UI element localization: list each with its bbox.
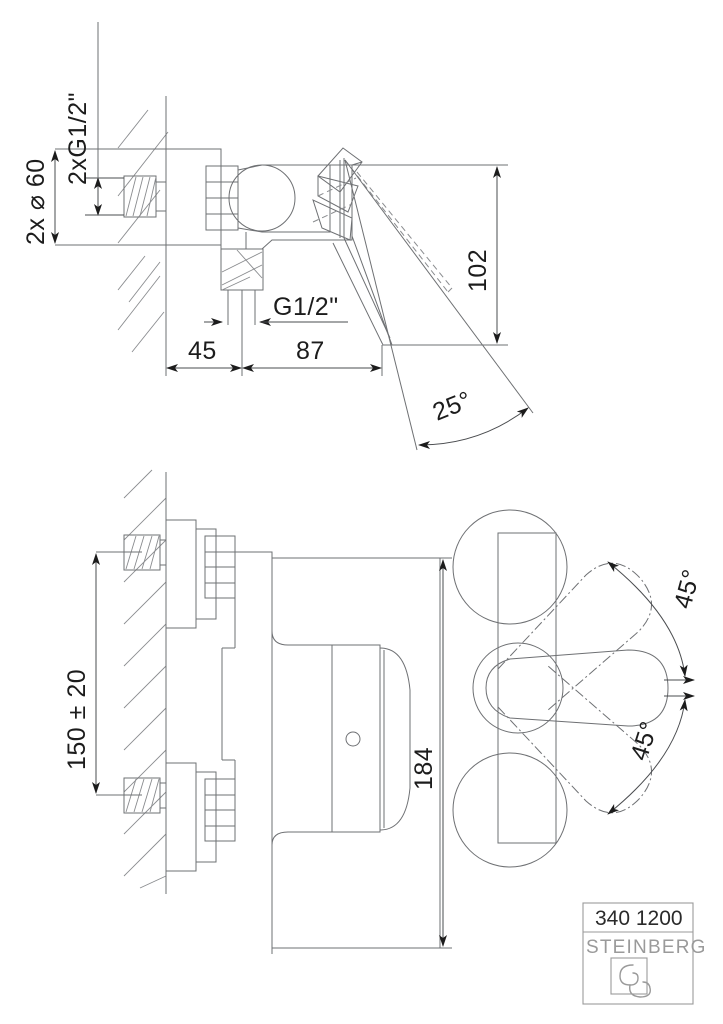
spout-alternate-position-top xyxy=(312,159,453,293)
dim-inlet-thread-g12: 2xG1/2" xyxy=(64,22,124,216)
dim-label-102: 102 xyxy=(464,249,492,292)
dim-102: 102 xyxy=(352,165,508,345)
dim-label-184: 184 xyxy=(410,747,438,790)
outlet-thread-top xyxy=(221,249,263,325)
dim-label-dia60: 2x ⌀ 60 xyxy=(22,158,50,245)
escutcheon-lower-bottom xyxy=(166,763,216,871)
escutcheon-top xyxy=(55,149,221,245)
hex-nut-top xyxy=(206,166,238,230)
wall-hatching-top xyxy=(117,109,169,353)
steinberg-swan-logo xyxy=(610,957,651,998)
lever-cap-bottom xyxy=(332,645,410,832)
dim-label-45deg-lower: 45° xyxy=(625,718,664,764)
dim-label-g12-outlet: G1/2" xyxy=(273,293,339,321)
dim-184: 184 xyxy=(410,558,452,948)
dim-label-87: 87 xyxy=(296,337,325,365)
spout-top xyxy=(333,236,392,345)
dim-label-25deg: 25° xyxy=(429,386,476,427)
lever-neutral-plan xyxy=(486,650,668,726)
title-block: 340 1200 STEINBERG xyxy=(582,902,707,1005)
hex-nut-upper-bottom xyxy=(205,536,235,598)
top-view-group: 2x ⌀ 60 2xG1/2" G1/2" 45 87 xyxy=(22,22,533,450)
bottom-left-view-group: 150 ± 20 184 xyxy=(63,469,452,954)
dim-150-tolerance: 150 ± 20 xyxy=(63,552,142,795)
body-plate-plan xyxy=(498,533,556,843)
mixer-body-top xyxy=(221,165,340,249)
dim-outlet-thread-g12: G1/2" xyxy=(204,293,348,326)
dim-label-45deg-upper: 45° xyxy=(669,566,706,611)
escutcheon-upper-bottom xyxy=(166,520,216,628)
dim-angle-45-lower: 45° xyxy=(607,692,695,815)
dim-label-45: 45 xyxy=(188,337,217,365)
dim-label-150: 150 ± 20 xyxy=(63,669,91,770)
brand-name: STEINBERG xyxy=(586,937,707,958)
dim-diameter-60: 2x ⌀ 60 xyxy=(22,150,59,245)
dim-angle-45-upper: 45° xyxy=(607,561,706,684)
article-number: 340 1200 xyxy=(595,907,683,930)
dim-label-g12-inlet: 2xG1/2" xyxy=(64,92,92,185)
lever-handle-top xyxy=(313,148,362,240)
mixer-body-bottom xyxy=(222,552,440,954)
lever-rotated-down-plan xyxy=(497,665,652,814)
wall-hatching-bottom xyxy=(123,469,167,889)
escutcheon-upper-plan xyxy=(453,510,567,624)
hex-nut-lower-bottom xyxy=(205,779,235,841)
inlet-thread-top xyxy=(124,176,166,217)
dim-angle-25: 25° xyxy=(345,160,533,450)
dim-45-87: 45 87 xyxy=(166,245,382,376)
lever-rotated-up-plan xyxy=(497,562,652,711)
bottom-right-view-group: 45° 45° xyxy=(453,510,706,867)
escutcheon-lower-plan xyxy=(453,753,567,867)
lever-pivot-plan xyxy=(473,643,563,733)
